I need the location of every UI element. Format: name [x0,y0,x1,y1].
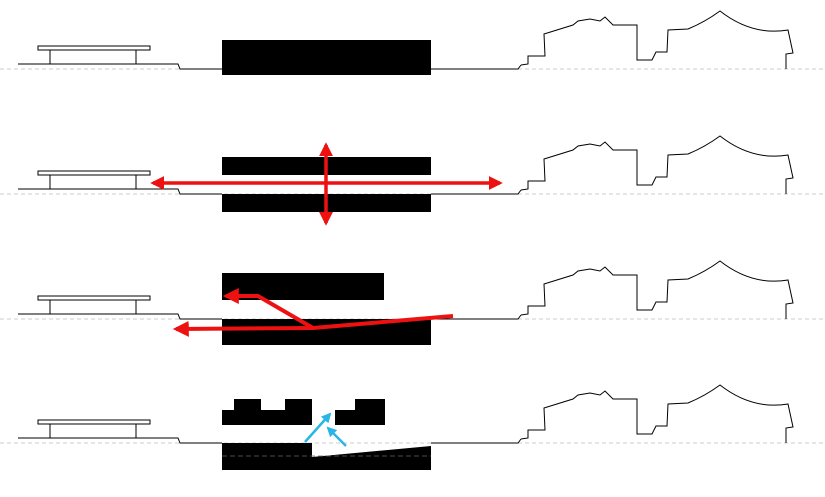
city-skyline [520,10,794,69]
panel-3 [0,260,825,345]
ground-line-right [431,189,522,195]
pier-structure [18,295,222,320]
panel-4 [0,384,825,470]
ground-line-right [431,314,522,320]
light-arrow-right [326,426,347,447]
upper-carved-block [222,399,385,425]
city-skyline [520,384,794,443]
circulation-arrow-upper [222,288,454,330]
lower-block [222,319,431,345]
pier-structure [18,45,222,70]
city-skyline [520,135,794,194]
lower-carved-block [222,443,431,470]
light-arrow-left [304,412,332,443]
circulation-arrow-lower [172,320,314,337]
ground-line-right [431,438,522,444]
ground-line-right [431,64,522,70]
city-skyline [520,260,794,319]
pier-structure [18,170,222,195]
pier-structure [18,419,222,444]
panel-2 [0,135,825,226]
panel-1 [0,10,825,75]
building-block [222,40,431,75]
